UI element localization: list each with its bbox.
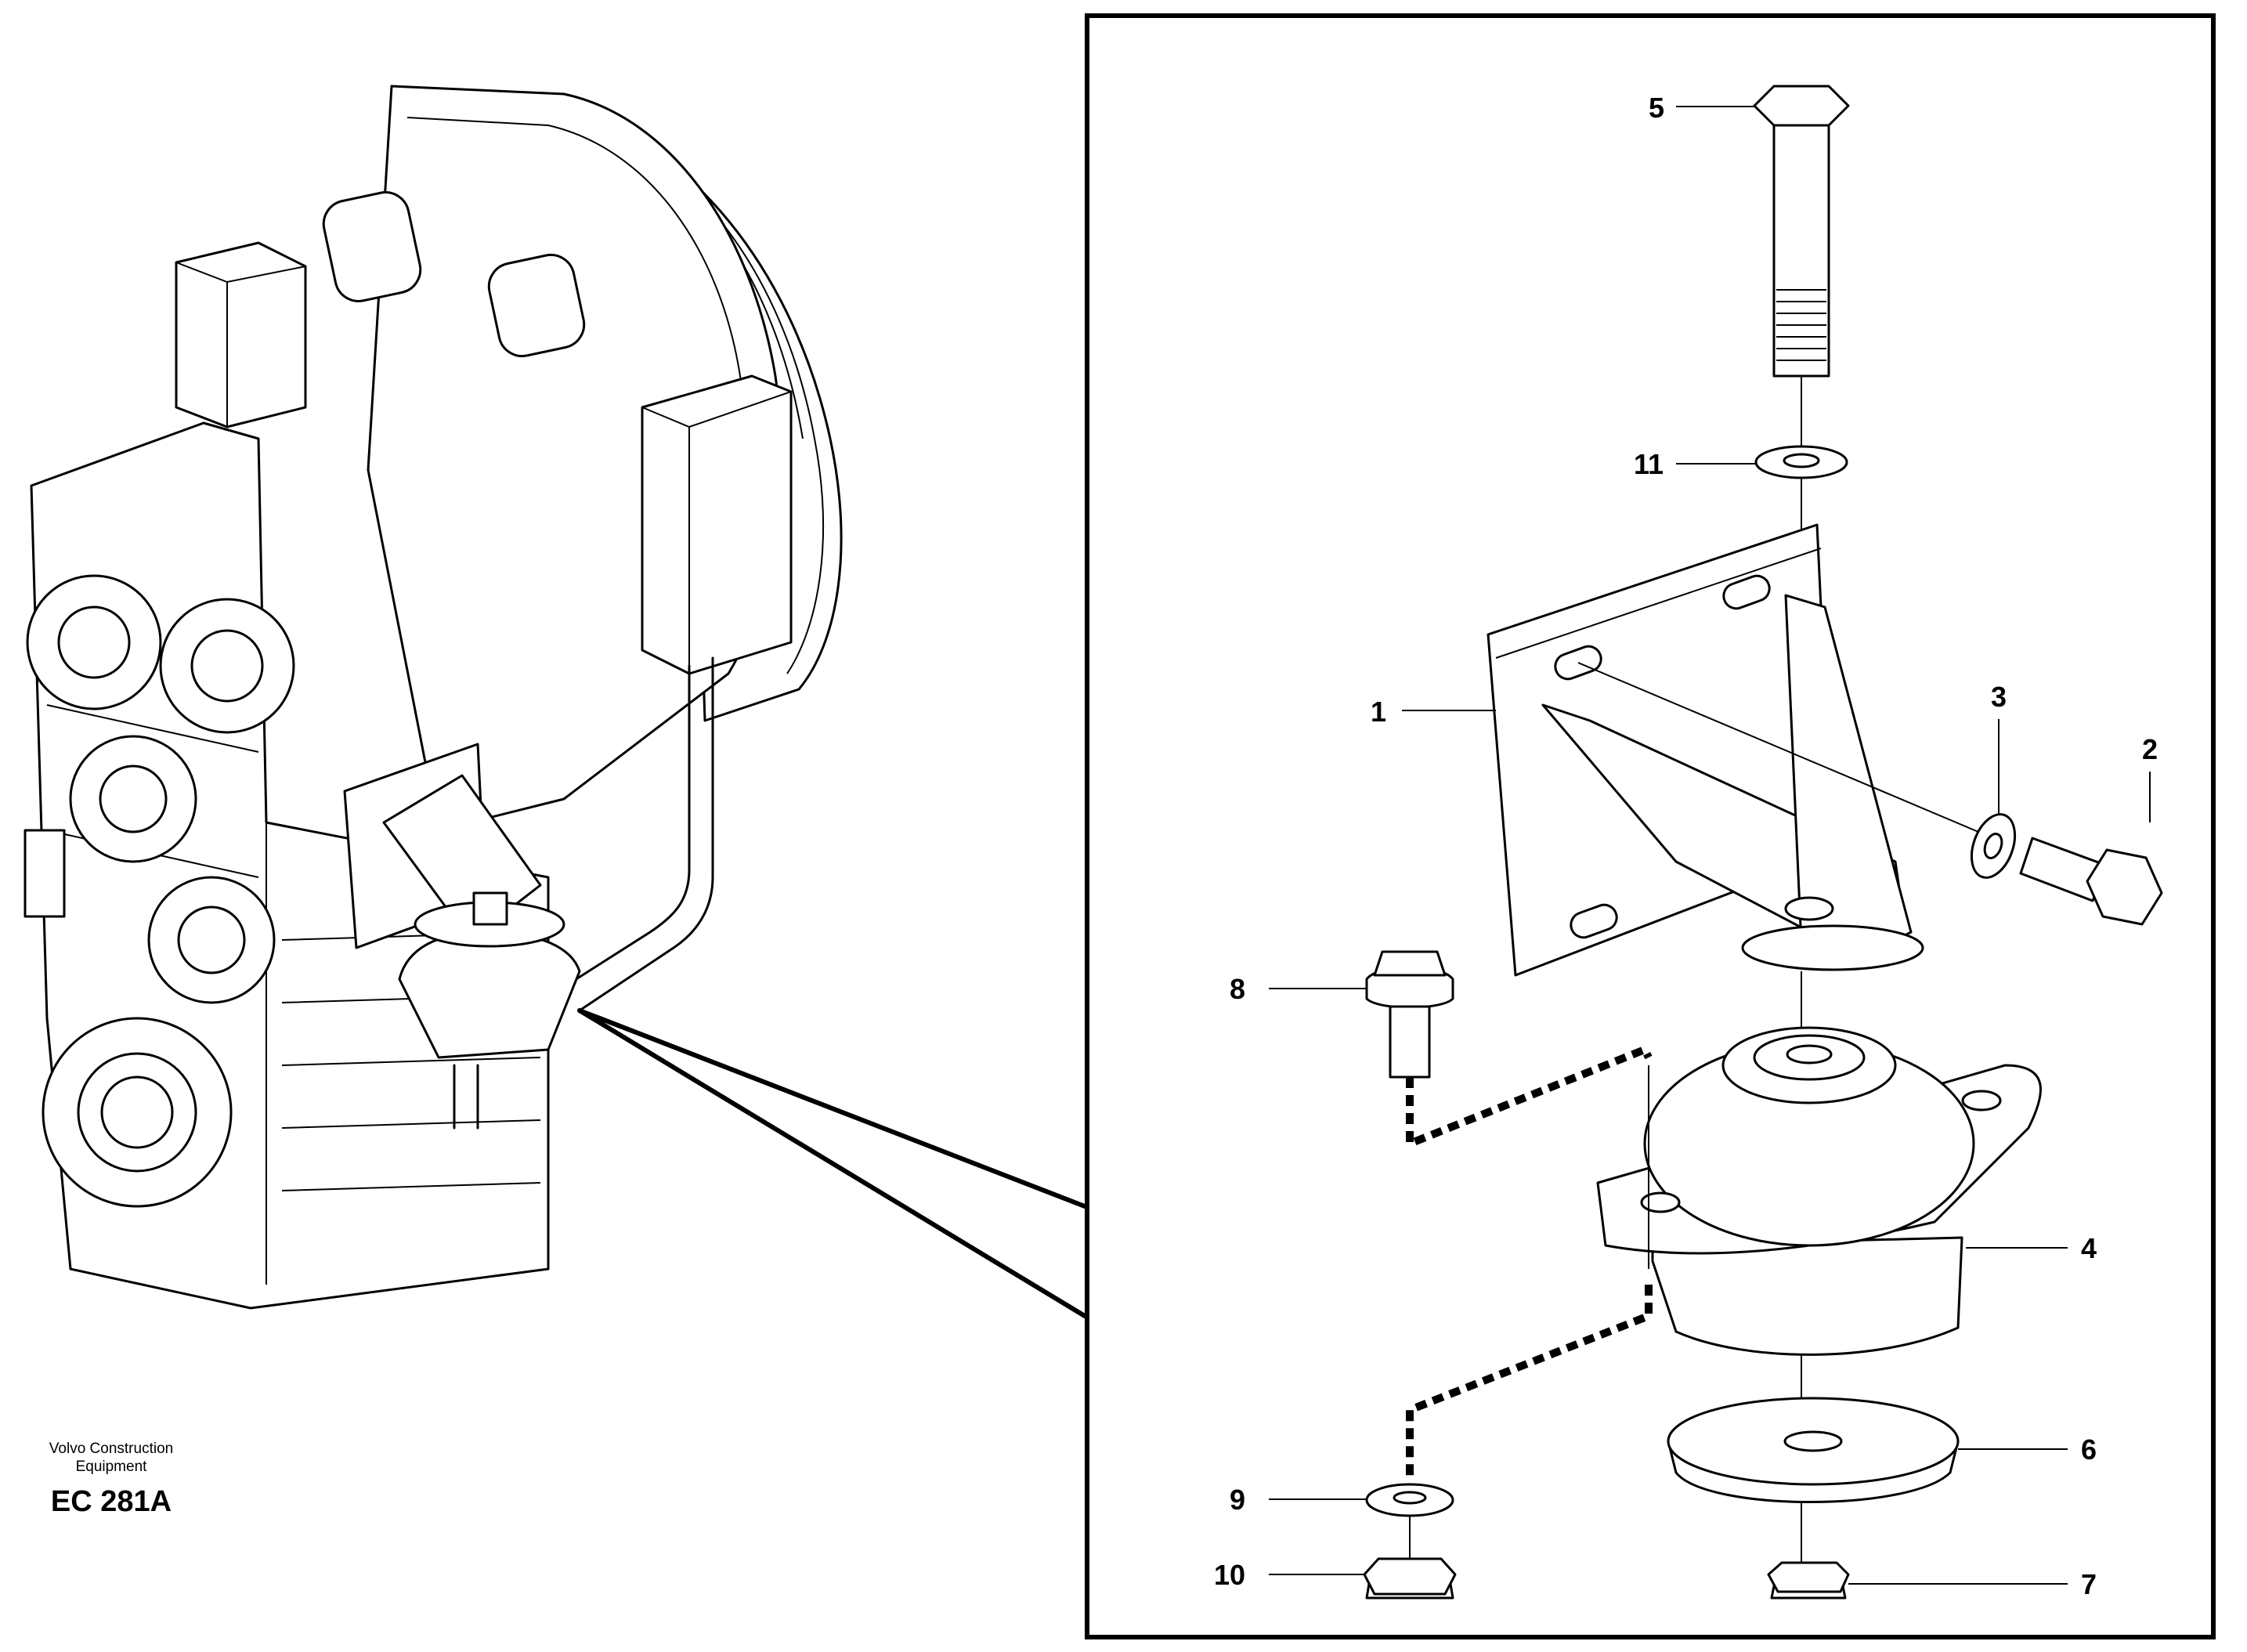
callout-6: 6 — [2081, 1433, 2097, 1466]
callout-9: 9 — [1230, 1484, 1245, 1516]
credit-company-line2: Equipment — [75, 1459, 147, 1475]
bolt-2 — [2019, 837, 2163, 926]
detail-pointer — [577, 1008, 1087, 1318]
washer-11 — [1754, 445, 1848, 479]
transmission-overview — [23, 85, 843, 1310]
callout-4: 4 — [2081, 1232, 2097, 1264]
bolt-8 — [1365, 950, 1454, 1079]
callout-8: 8 — [1230, 973, 1245, 1005]
callout-3: 3 — [1991, 681, 2007, 713]
callout-7: 7 — [2081, 1568, 2097, 1600]
washer-9 — [1365, 1483, 1454, 1517]
callout-2: 2 — [2142, 733, 2158, 765]
nut-10 — [1363, 1557, 1457, 1600]
callout-labels: 1 2 3 4 5 6 7 8 9 10 11 — [1214, 92, 2158, 1600]
bracket-1 — [1487, 523, 1924, 977]
washer-3 — [1970, 813, 2017, 879]
dashed-bolt-path-upper — [1406, 1044, 1653, 1150]
disc-6 — [1667, 1397, 1960, 1503]
callout-10: 10 — [1214, 1559, 1245, 1591]
detail-frame — [1085, 13, 2216, 1639]
rubber-mount-4 — [1596, 1026, 2042, 1356]
callout-11: 11 — [1634, 448, 1664, 480]
drawing-code: EC 281A — [50, 1485, 172, 1518]
credit-company: Volvo Construction — [49, 1441, 174, 1457]
bolt-5 — [1753, 85, 1850, 378]
credit-block: Volvo Construction Equipment EC 281A — [17, 1440, 205, 1519]
dashed-bolt-path-lower — [1406, 1285, 1653, 1480]
nut-7 — [1767, 1561, 1850, 1600]
callout-leaders — [1269, 106, 2151, 1585]
callout-5: 5 — [1649, 92, 1664, 124]
callout-1: 1 — [1371, 696, 1386, 728]
port-circles — [26, 574, 295, 1208]
